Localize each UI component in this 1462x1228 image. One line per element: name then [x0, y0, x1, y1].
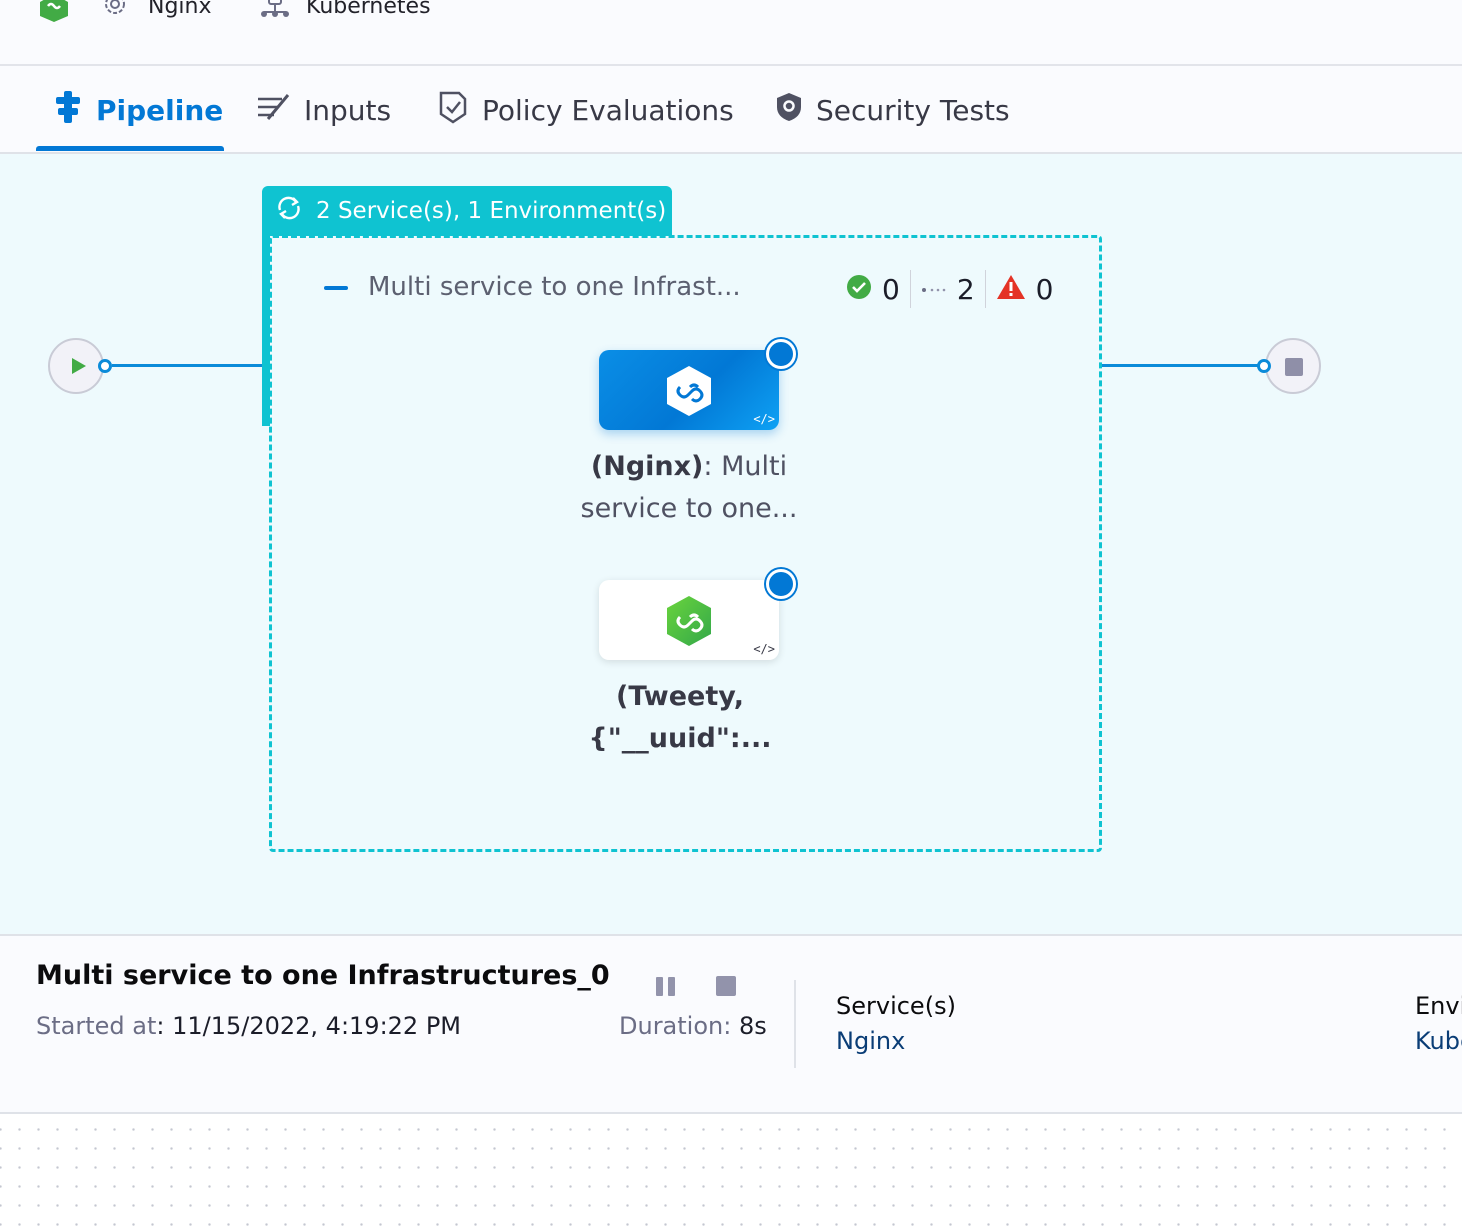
started-label: Started at — [36, 1012, 157, 1040]
deployment-link-icon — [665, 365, 713, 421]
top-header: Nginx Kubernetes — [0, 0, 1462, 66]
group-left-bar — [262, 236, 270, 426]
success-count: 0 — [882, 272, 900, 306]
service-gear-icon — [100, 0, 130, 24]
infrastructure-icon — [260, 0, 290, 24]
policy-evaluations-icon — [438, 90, 468, 131]
running-count: 2 — [956, 272, 975, 306]
count-divider — [984, 270, 986, 308]
status-counts: 0 2 0 — [846, 270, 1053, 308]
end-port — [1257, 359, 1271, 373]
stage-node-tweety[interactable]: </> — [599, 580, 779, 660]
harness-logo-icon — [38, 0, 70, 26]
duration-value: 8s — [731, 1012, 767, 1040]
pipeline-icon — [54, 90, 82, 130]
stop-icon — [716, 976, 736, 996]
execution-tabs: Pipeline Inputs Policy Evaluations — [0, 66, 1462, 154]
environment-heading: Envi — [1415, 992, 1462, 1020]
code-icon: </> — [753, 412, 775, 426]
running-status-badge — [766, 569, 796, 599]
end-link — [1102, 364, 1260, 367]
success-check-icon — [846, 274, 872, 304]
stage-node-label-rest: : Multi service to one... — [580, 451, 798, 524]
code-icon: </> — [753, 642, 775, 656]
inputs-icon — [256, 93, 290, 128]
breadcrumb-service[interactable]: Nginx — [148, 0, 212, 19]
duration-label: Duration: — [619, 1012, 732, 1040]
running-status-badge — [766, 339, 796, 369]
execution-title: Multi service to one Infrastructures_0 — [36, 960, 610, 991]
stop-icon — [1285, 358, 1303, 376]
tab-policy-evaluations-label: Policy Evaluations — [482, 93, 734, 127]
pipeline-graph-canvas[interactable] — [0, 154, 1462, 936]
start-link — [112, 364, 264, 367]
pause-icon — [654, 976, 678, 998]
tab-security-tests[interactable]: Security Tests — [776, 90, 1010, 130]
tab-pipeline[interactable]: Pipeline — [54, 90, 223, 130]
matrix-group-container — [269, 235, 1102, 852]
execution-duration: Duration: 8s — [619, 1012, 767, 1040]
stage-title: Multi service to one Infrast... — [368, 272, 741, 302]
running-dots-icon — [921, 280, 947, 299]
tab-pipeline-label: Pipeline — [96, 93, 224, 127]
execution-summary-panel — [0, 936, 1462, 1114]
stage-node-label-bold: (Nginx) — [590, 451, 704, 482]
security-shield-icon — [776, 92, 802, 129]
warning-triangle-icon — [996, 274, 1026, 304]
deployment-link-icon — [665, 595, 713, 651]
pipeline-start-node[interactable] — [48, 338, 104, 394]
count-divider — [909, 270, 911, 308]
pipeline-end-node[interactable] — [1265, 338, 1321, 394]
matrix-group-label: 2 Service(s), 1 Environment(s) — [316, 198, 667, 224]
environment-link[interactable]: Kube — [1415, 1027, 1462, 1055]
stage-node-label-bold: (Tweety, {"__uuid":... — [588, 681, 772, 754]
tab-inputs-label: Inputs — [304, 93, 392, 127]
active-tab-indicator — [36, 146, 224, 151]
started-value: : 11/15/2022, 4:19:22 PM — [156, 1012, 462, 1040]
collapse-icon[interactable] — [324, 286, 348, 290]
play-icon — [72, 358, 86, 374]
dotted-background-area — [0, 1114, 1462, 1228]
start-port — [98, 359, 112, 373]
stage-node-label: (Nginx): Multi service to one... — [559, 446, 819, 530]
breadcrumb-infrastructure[interactable]: Kubernetes — [306, 0, 431, 19]
stage-node-nginx[interactable]: </> — [599, 350, 779, 430]
abort-button[interactable] — [716, 976, 738, 998]
tab-policy-evaluations[interactable]: Policy Evaluations — [438, 90, 734, 130]
info-divider — [794, 980, 796, 1068]
tab-inputs[interactable]: Inputs — [256, 90, 391, 130]
pause-button[interactable] — [654, 976, 678, 998]
failed-count: 0 — [1035, 272, 1054, 306]
stage-node-label: (Tweety, {"__uuid":... — [550, 676, 810, 760]
services-heading: Service(s) — [836, 992, 956, 1020]
service-link[interactable]: Nginx — [836, 1027, 906, 1055]
execution-started: Started at: 11/15/2022, 4:19:22 PM — [36, 1012, 461, 1040]
matrix-group-header[interactable]: 2 Service(s), 1 Environment(s) — [262, 186, 672, 236]
loop-icon — [274, 196, 304, 226]
tab-security-tests-label: Security Tests — [816, 93, 1010, 127]
